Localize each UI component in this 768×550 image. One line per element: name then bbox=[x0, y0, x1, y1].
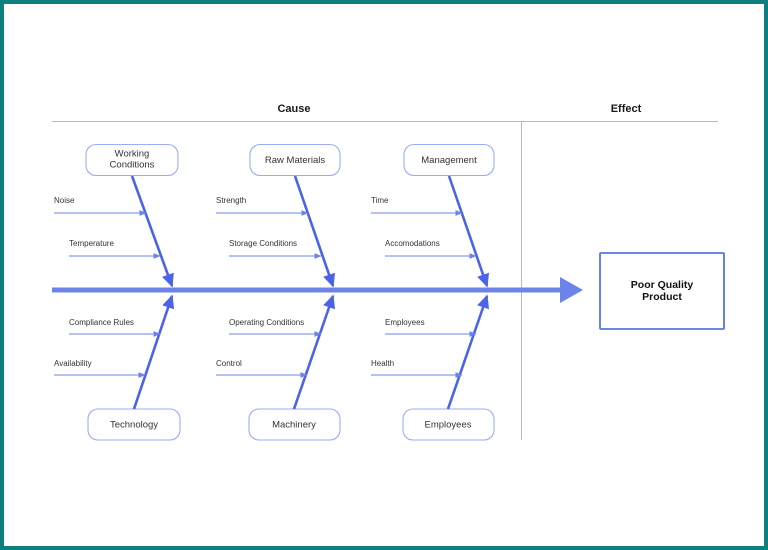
subcause-label-bottom-1-0: Operating Conditions bbox=[229, 318, 304, 327]
subcause-label-top-2-1: Accomodations bbox=[385, 239, 440, 248]
rib-bottom-1 bbox=[292, 294, 335, 410]
category-label-top-0-line2: Conditions bbox=[110, 160, 155, 171]
effect-box-label-line1: Poor Quality bbox=[631, 279, 694, 291]
category-label-top-2-line1: Management bbox=[421, 155, 477, 166]
category-box-top-2[interactable] bbox=[403, 143, 495, 177]
rib-top-1 bbox=[293, 175, 335, 288]
category-label-top-1-line1: Raw Materials bbox=[265, 155, 325, 166]
category-box-top-1[interactable] bbox=[249, 143, 341, 177]
subcause-label-top-1-1: Storage Conditions bbox=[229, 239, 297, 248]
category-label-bottom-0-line1: Technology bbox=[110, 420, 158, 431]
rib-bottom-2 bbox=[446, 294, 489, 410]
category-label-bottom-2-line1: Employees bbox=[425, 420, 472, 431]
effect-box[interactable] bbox=[599, 252, 725, 330]
header-cause: Cause bbox=[277, 103, 310, 115]
subcause-label-bottom-2-1: Health bbox=[371, 359, 394, 368]
subcause-label-bottom-2-0: Employees bbox=[385, 318, 425, 327]
subcause-label-bottom-0-1: Availability bbox=[54, 359, 92, 368]
rib-top-0 bbox=[130, 175, 174, 288]
subcause-label-top-2-0: Time bbox=[371, 196, 389, 205]
subcause-label-top-0-0: Noise bbox=[54, 196, 75, 205]
subcause-label-top-1-0: Strength bbox=[216, 196, 246, 205]
subcause-label-top-0-1: Temperature bbox=[69, 239, 114, 248]
subcause-label-bottom-0-0: Compliance Rules bbox=[69, 318, 134, 327]
effect-box-label-line2: Product bbox=[642, 291, 682, 303]
category-label-bottom-1-line1: Machinery bbox=[272, 420, 316, 431]
rib-top-2 bbox=[447, 175, 489, 288]
header-effect: Effect bbox=[611, 103, 642, 115]
rib-bottom-0 bbox=[132, 294, 175, 410]
category-label-top-0-line1: Working bbox=[115, 149, 150, 160]
subcause-label-bottom-1-1: Control bbox=[216, 359, 242, 368]
category-box-top-0[interactable] bbox=[85, 143, 179, 177]
